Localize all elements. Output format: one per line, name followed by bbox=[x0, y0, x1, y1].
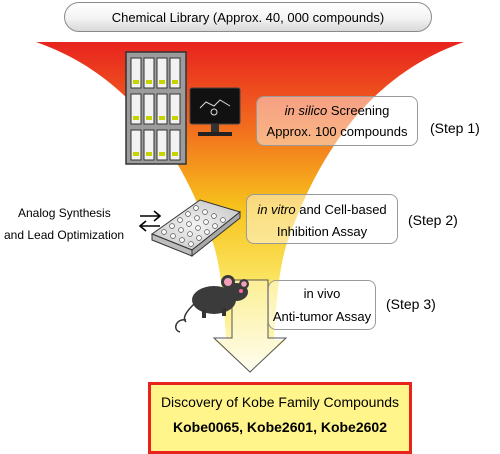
result-line1: Discovery of Kobe Family Compounds bbox=[160, 394, 400, 410]
side-line1: Analog Synthesis bbox=[18, 206, 111, 220]
step2-line1: in vitro and Cell-based bbox=[247, 202, 397, 217]
step2-italic: in vitro bbox=[257, 202, 296, 217]
step1-line2: Approx. 100 compounds bbox=[266, 124, 408, 139]
step2-label: (Step 2) bbox=[408, 212, 458, 228]
step3-line2: Anti-tumor Assay bbox=[272, 309, 372, 324]
step1-label: (Step 1) bbox=[430, 120, 480, 136]
server-rack-icon bbox=[125, 51, 187, 165]
step2-box: in vitro and Cell-based Inhibition Assay bbox=[246, 194, 398, 244]
well-plate-icon bbox=[150, 199, 242, 258]
side-line2: and Lead Optimization bbox=[4, 228, 125, 242]
screening-funnel bbox=[36, 42, 464, 372]
step3-label: (Step 3) bbox=[386, 296, 436, 312]
library-label: Chemical Library (Approx. 40, 000 compou… bbox=[111, 10, 385, 25]
step1-line1: in silico Screening bbox=[257, 103, 417, 118]
analog-synthesis-text: Analog Synthesis and Lead Optimization bbox=[4, 202, 124, 246]
exchange-arrows-icon bbox=[138, 210, 162, 232]
step1-italic: in silico bbox=[284, 103, 328, 118]
step1-line1-rest: Screening bbox=[327, 103, 390, 118]
step1-box: in silico Screening Approx. 100 compound… bbox=[256, 96, 418, 146]
step2-line2: Inhibition Assay bbox=[276, 224, 368, 239]
mouse-icon bbox=[175, 275, 249, 333]
step3-line1: in vivo bbox=[303, 286, 341, 301]
step3-box: in vivo Anti-tumor Assay bbox=[268, 280, 376, 330]
step2-line1-rest: and Cell-based bbox=[295, 202, 387, 217]
chemical-library-box: Chemical Library (Approx. 40, 000 compou… bbox=[64, 2, 432, 32]
result-line2: Kobe0065, Kobe2601, Kobe2602 bbox=[173, 419, 387, 435]
result-box: Discovery of Kobe Family Compounds Kobe0… bbox=[148, 382, 412, 454]
computer-monitor-icon bbox=[189, 87, 241, 136]
